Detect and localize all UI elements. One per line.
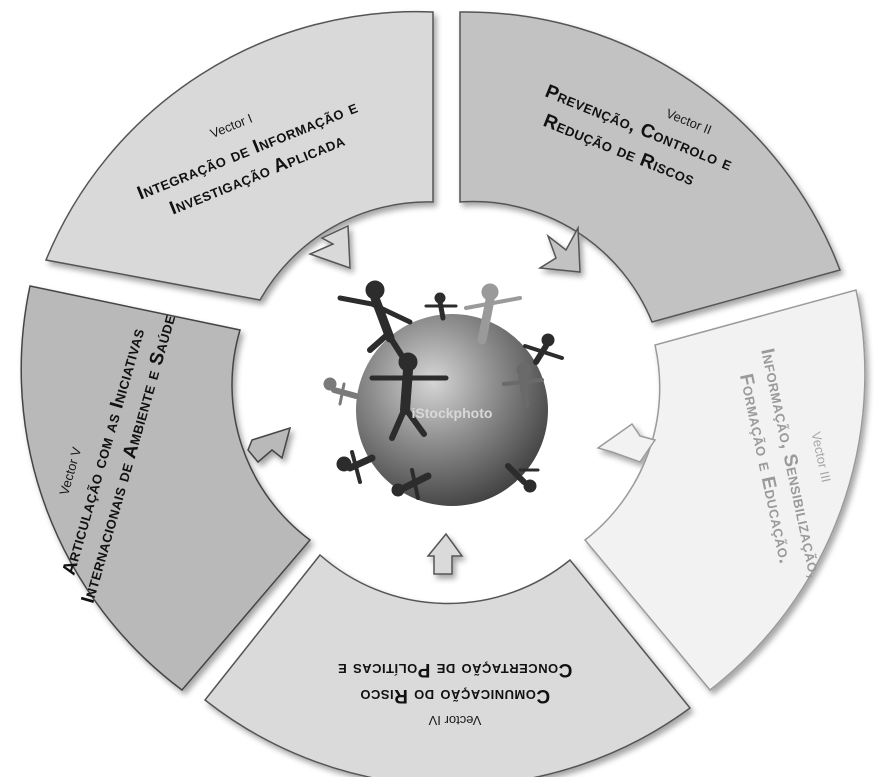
figure-center xyxy=(369,352,449,441)
watermark-text: iStockphoto xyxy=(412,405,493,421)
figure-right xyxy=(523,333,564,365)
segment-vector-1 xyxy=(44,10,434,301)
vector-4-label: Vector IV xyxy=(428,713,481,728)
segment-vector-4 xyxy=(203,532,692,782)
figure-top-small xyxy=(424,292,458,321)
segment-vector-4-text: Vector IV Concertação de Políticas e Com… xyxy=(338,659,573,728)
figure-bottom xyxy=(391,468,432,500)
figure-left xyxy=(323,377,359,406)
segment-vector-3 xyxy=(583,289,866,692)
people-figures xyxy=(323,280,564,500)
figure-bottom-left xyxy=(336,450,376,484)
figure-bottom-right xyxy=(505,463,540,493)
figure-right-mid xyxy=(502,362,544,408)
segment-vector-1-shape xyxy=(44,10,434,301)
segment-vector-4-shape xyxy=(203,553,692,782)
arrow-vector-5 xyxy=(247,426,292,464)
center-globe-illustration: iStockphoto xyxy=(323,280,564,506)
figure-top-right xyxy=(464,283,522,345)
arrow-vector-1 xyxy=(307,224,351,270)
segment-vector-3-shape xyxy=(583,289,866,692)
segment-vector-2-shape xyxy=(459,11,841,323)
vector-4-title-line-2: Comunicação do Risco xyxy=(360,685,550,706)
segment-vector-2 xyxy=(459,11,841,323)
segment-vector-5-shape xyxy=(20,285,312,692)
arrow-vector-2 xyxy=(537,225,581,273)
segment-vector-5 xyxy=(20,285,312,692)
vector-4-title-line-1: Concertação de Políticas e xyxy=(338,659,573,680)
figure-top-left xyxy=(337,280,413,359)
arrow-vector-4 xyxy=(426,532,464,575)
arrow-vector-3 xyxy=(596,422,657,463)
